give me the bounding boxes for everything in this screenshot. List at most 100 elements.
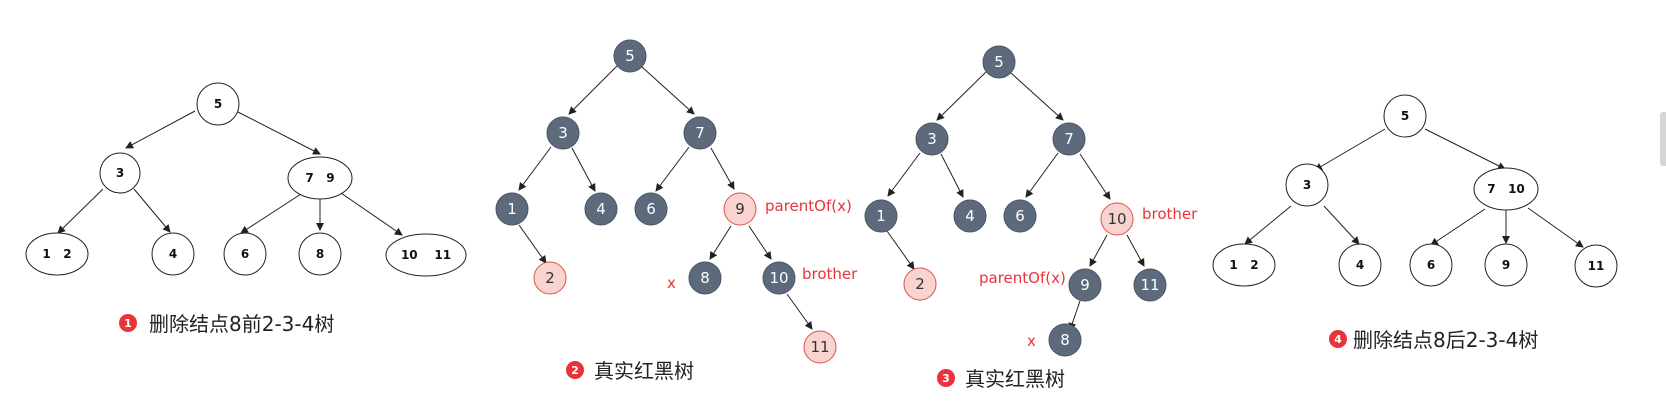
tree3-node-2 [903,267,937,301]
edge-5-3 [125,110,196,149]
tree2-node-8 [688,261,722,295]
tree4-node-5-label: 5 [1401,109,1409,123]
tree3-node-5 [982,45,1016,79]
tree2-node-9-label: 9 [735,200,745,218]
tree3-node-5-label: 5 [994,53,1004,71]
tree2-node-1-label: 1 [507,200,517,218]
tree3-node-7 [1052,122,1086,156]
edge-7-9 [710,147,735,190]
edge-10-9 [1089,234,1108,267]
tree2-node-10 [762,261,796,295]
tree2-node-6 [634,192,668,226]
edge-3-4 [571,147,596,192]
edge-5-7 [1010,72,1064,121]
edge-3-12 [1244,205,1292,245]
tree3-node-11-label: 11 [1140,276,1159,294]
scrollbar-handle[interactable] [1660,112,1666,166]
tree2-node-8-label: 8 [700,269,710,287]
tree3-node-4 [953,199,987,233]
tree4-node-3 [1285,163,1329,207]
tree3-node-9 [1068,268,1102,302]
caption-3-badge-number: 3 [942,372,950,385]
tree4-node-6 [1409,243,1453,287]
edge-5-79 [235,110,321,155]
tree3-label-x: x [1027,332,1036,350]
tree3-node-7-label: 7 [1064,130,1074,148]
tree3-node-9-label: 9 [1080,276,1090,294]
tree2-label-brother: brother [802,265,858,283]
tree3-node-10-label: 10 [1107,210,1126,228]
tree1-node-1-2-label: 1 2 [42,247,71,261]
tree1-node-10-11 [385,233,467,277]
tree1-node-3-label: 3 [116,166,124,180]
tree4-node-3-label: 3 [1303,178,1311,192]
edge-710-6 [1430,208,1486,246]
caption-1-badge-number: 1 [124,317,132,330]
edge-79-6 [240,193,302,234]
tree3-label-parent-of-x: parentOf(x) [979,269,1066,287]
edge-3-4 [133,188,171,233]
caption-1: 删除结点8前2-3-4树 [149,312,334,336]
caption-4-badge-number: 4 [1334,333,1342,346]
tree3-node-2-label: 2 [915,275,925,293]
edge-5-7 [641,66,695,115]
edge-9-8 [709,225,732,260]
tree3-node-1 [864,199,898,233]
edge-710-11 [1527,207,1584,248]
tree4-node-4 [1338,243,1382,287]
tree1-node-1-2 [25,232,89,276]
tree2-label-x: x [667,274,676,292]
edge-5-3 [1314,128,1386,171]
tree2-node-4 [584,192,618,226]
tree1-node-8 [298,232,342,276]
tree2-node-2 [533,261,567,295]
tree4-node-11-label: 11 [1588,259,1605,273]
tree2-label-parent-of-x: parentOf(x) [765,197,852,215]
tree1-node-5-label: 5 [214,97,222,111]
tree1-node-8-label: 8 [316,247,324,261]
caption-2: 真实红黑树 [594,359,694,383]
edge-9-10 [748,225,772,260]
diagram-3-rb-tree: 5 3 7 1 4 6 10 2 9 11 8 brother parentOf… [864,45,1198,391]
edge-3-12 [57,188,104,234]
caption-3: 真实红黑树 [965,367,1065,391]
tree3-node-6-label: 6 [1015,207,1025,225]
tree4-node-9 [1484,243,1528,287]
tree1-node-4-label: 4 [169,247,177,261]
tree3-node-8 [1048,323,1082,357]
tree2-node-1 [495,192,529,226]
edge-3-4 [940,153,964,198]
tree3-node-3-label: 3 [927,130,937,148]
tree1-node-7-9-label: 7 9 [305,171,334,185]
caption-2-badge-number: 2 [571,364,579,377]
tree4-node-9-label: 9 [1502,258,1510,272]
tree3-node-3 [915,122,949,156]
tree1-node-5 [196,82,240,126]
tree2-node-3 [546,116,580,150]
caption-2-badge [566,361,584,379]
tree2-node-10-label: 10 [769,269,788,287]
tree2-node-2-label: 2 [545,269,555,287]
tree3-label-brother: brother [1142,205,1198,223]
tree4-node-1-2-label: 1 2 [1229,258,1258,272]
edge-3-1 [518,146,552,191]
tree2-node-7-label: 7 [695,124,705,142]
tree2-node-11 [803,330,837,364]
tree3-node-11 [1133,268,1167,302]
tree4-node-7-10 [1473,167,1539,211]
edge-1-2 [518,224,547,264]
caption-3-badge [937,369,955,387]
edge-3-4 [1323,205,1360,245]
tree1-node-4 [151,232,195,276]
tree2-node-9 [723,192,757,226]
tree3-node-6 [1003,199,1037,233]
caption-4: 删除结点8后2-3-4树 [1353,328,1538,352]
edge-3-1 [887,152,921,197]
edge-10-11 [1126,234,1145,267]
edge-7-10 [1079,153,1111,200]
caption-1-badge [119,314,137,332]
diagram-4-tree-after: 5 3 7 10 1 2 4 6 9 11 4 删除结点8后2-3-4树 [1212,94,1618,352]
edge-7-6 [655,146,690,192]
edge-79-1011 [340,192,403,236]
